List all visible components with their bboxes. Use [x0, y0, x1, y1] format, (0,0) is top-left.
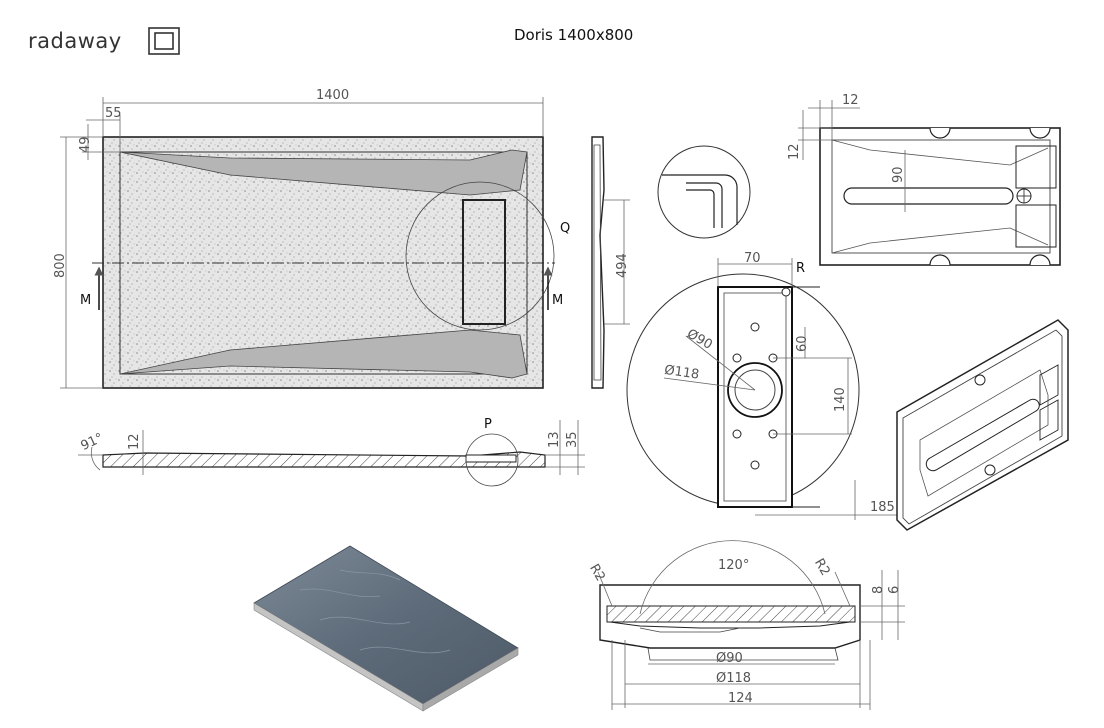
underside-view: 12 12 90: [787, 93, 1061, 266]
dim-section-d-small: Ø90: [716, 651, 743, 666]
dim-drain-width: 70: [744, 251, 761, 266]
detail-label-p: P: [484, 417, 492, 432]
brand-name: radaway: [28, 29, 122, 53]
dim-width: 800: [53, 253, 68, 278]
dim-length: 1400: [316, 88, 349, 103]
dim-hole-large: Ø118: [663, 363, 700, 383]
dim-radius-left: R2: [586, 562, 608, 584]
isometric-view: [896, 319, 1069, 531]
detail-circle-q: [405, 181, 555, 331]
dim-spacing-a: 60: [795, 335, 810, 352]
dim-section-d-large: Ø118: [716, 671, 751, 686]
dim-side-edge: 12: [127, 433, 142, 450]
dim-drain-offset: 185: [870, 500, 895, 515]
section-marker-left: M: [80, 293, 91, 308]
dim-radius-right: R2: [811, 556, 833, 578]
dim-thickness-a: 13: [547, 431, 562, 448]
dim-section-angle: 120°: [718, 558, 749, 573]
slate-surface-render: [253, 545, 519, 712]
dim-offset-x: 55: [105, 106, 122, 121]
drawing-title: Doris 1400x800: [514, 26, 633, 44]
detail-r-drain: 70 R 60 140 Ø90 Ø118 185: [626, 251, 900, 520]
section-marker-right: M: [552, 293, 563, 308]
dim-offset-y: 49: [78, 136, 93, 153]
dim-side-angle: 91°: [79, 431, 106, 454]
detail-label-q: Q: [560, 221, 570, 236]
dim-spacing-b: 140: [833, 387, 848, 412]
longitudinal-elevation: P 91° 12 13 35: [78, 417, 585, 487]
detail-circle-p: [465, 433, 519, 487]
dim-section-t-a: 8: [871, 586, 886, 594]
dim-underside-rib-x: 12: [842, 93, 859, 108]
detail-q-corner: [657, 145, 751, 239]
dim-drain-length: 494: [615, 253, 630, 278]
dim-thickness-b: 35: [565, 431, 580, 448]
upper-slope-face: [119, 149, 528, 196]
cross-section-detail: 120° R2 R2 8 6 Ø90 Ø118 124: [586, 540, 905, 710]
lower-slope-face: [119, 329, 528, 379]
dim-underside-rib-y: 12: [787, 143, 802, 160]
dim-section-t-b: 6: [887, 586, 902, 594]
brand-logo: radaway: [28, 27, 180, 55]
dim-section-width: 124: [728, 691, 753, 706]
linear-drain-cover: [462, 199, 506, 325]
detail-label-r: R: [796, 261, 805, 276]
dim-underside-slot: 90: [891, 166, 906, 183]
plan-view: M M Q 1400 55 49 800: [53, 88, 570, 389]
side-elevation: 494: [591, 136, 630, 389]
